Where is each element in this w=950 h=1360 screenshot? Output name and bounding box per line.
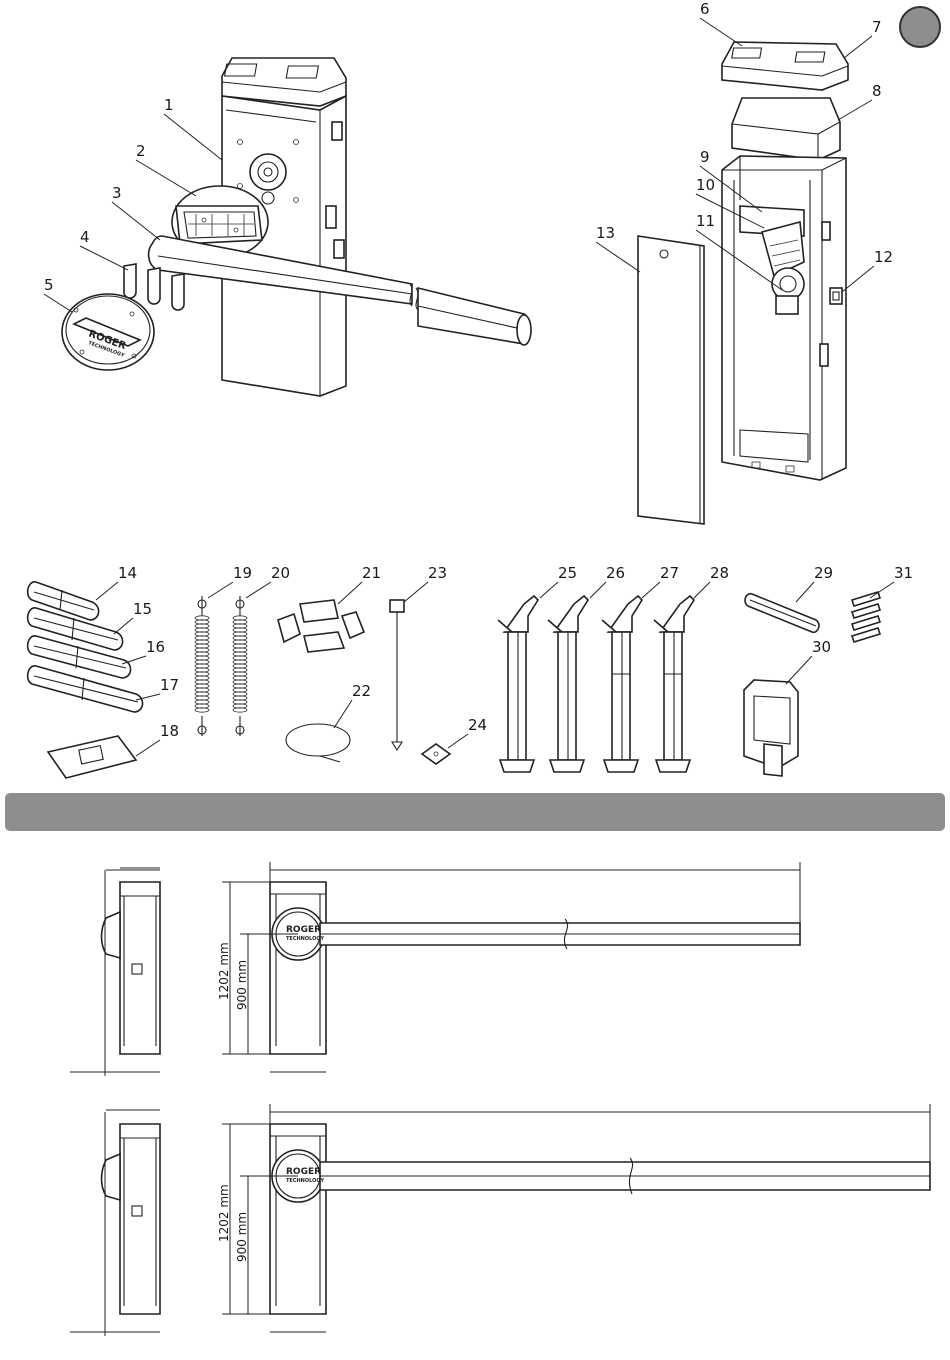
cabinet-open: [722, 156, 846, 480]
callout-leader-20: [246, 582, 271, 598]
dim-top-total-height: 1202 mm: [217, 942, 231, 1000]
control-unit-box: [744, 680, 798, 776]
callout-13: 13: [596, 224, 615, 242]
callout-28: 28: [710, 564, 729, 582]
callout-9: 9: [700, 148, 710, 166]
boom-light-strip: [745, 594, 819, 633]
callout-18: 18: [160, 722, 179, 740]
callout-23: 23: [428, 564, 447, 582]
callout-leader-4: [80, 246, 128, 270]
callout-leader-30: [786, 656, 812, 684]
callout-2: 2: [136, 142, 146, 160]
callout-leader-6: [700, 18, 742, 46]
callout-leader-27: [642, 582, 660, 598]
callout-27: 27: [660, 564, 679, 582]
cable-coil: [286, 724, 350, 762]
callout-26: 26: [606, 564, 625, 582]
callout-leader-18: [136, 740, 160, 756]
dim-bottom-total-height: 1202 mm: [217, 1184, 231, 1242]
callout-12: 12: [874, 248, 893, 266]
callout-15: 15: [133, 600, 152, 618]
callout-19: 19: [233, 564, 252, 582]
callout-leader-21: [338, 582, 362, 604]
callout-20: 20: [271, 564, 290, 582]
flange-cover-plate: ROGER TECHNOLOGY: [62, 294, 154, 370]
callout-leader-22: [334, 700, 352, 728]
joint-kit-parts: [278, 600, 364, 652]
reflector-pads: [852, 592, 880, 642]
callout-leader-3: [112, 202, 160, 240]
callout-21: 21: [362, 564, 381, 582]
svg-text:TECHNOLOGY: TECHNOLOGY: [286, 1178, 324, 1184]
callout-3: 3: [112, 184, 122, 202]
callout-leader-24: [448, 734, 468, 748]
callout-4: 4: [80, 228, 90, 246]
callout-24: 24: [468, 716, 487, 734]
callout-leader-23: [404, 582, 428, 602]
callout-1: 1: [164, 96, 174, 114]
callout-leader-1: [164, 114, 222, 160]
callout-25: 25: [558, 564, 577, 582]
callout-leader-2: [136, 160, 196, 196]
callout-leader-5: [44, 294, 72, 312]
callout-leader-14: [96, 582, 118, 600]
callout-29: 29: [814, 564, 833, 582]
fork-rest-posts: [498, 596, 694, 772]
callout-leader-31: [870, 582, 894, 598]
callout-leader-7: [844, 36, 872, 58]
callout-leader-13: [596, 242, 640, 272]
cabinet-door-panel: [638, 236, 704, 524]
callout-leader-26: [590, 582, 606, 598]
callout-leader-29: [796, 582, 814, 602]
callout-22: 22: [352, 682, 371, 700]
callout-14: 14: [118, 564, 137, 582]
callout-leader-15: [114, 618, 133, 634]
callout-17: 17: [160, 676, 179, 694]
balancing-springs: [195, 596, 247, 736]
support-rod: [390, 600, 404, 750]
top-cover-lid: [722, 42, 848, 90]
callout-10: 10: [696, 176, 715, 194]
callout-30: 30: [812, 638, 831, 656]
dim-top-axis-height: 900 mm: [235, 960, 249, 1010]
callout-5: 5: [44, 276, 54, 294]
callout-11: 11: [696, 212, 715, 230]
callout-7: 7: [872, 18, 882, 36]
callout-leader-19: [208, 582, 233, 598]
callout-leader-25: [540, 582, 558, 598]
dim-bottom-axis-height: 900 mm: [235, 1212, 249, 1262]
svg-text:TECHNOLOGY: TECHNOLOGY: [286, 936, 324, 942]
small-base-plate: [422, 744, 450, 764]
callout-31: 31: [894, 564, 913, 582]
callout-6: 6: [700, 0, 710, 18]
boom-variants: [28, 582, 143, 778]
callout-leader-8: [838, 100, 872, 120]
callout-8: 8: [872, 82, 882, 100]
control-box-cover: [732, 98, 840, 160]
callout-leader-28: [694, 582, 710, 598]
callout-16: 16: [146, 638, 165, 656]
